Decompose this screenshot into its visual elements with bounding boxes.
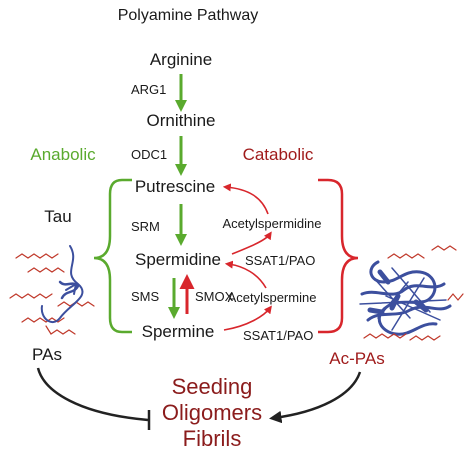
enzyme-odc1: ODC1 (131, 147, 167, 162)
outcome-fibrils: Fibrils (183, 426, 242, 451)
anabolic-bracket (93, 178, 132, 334)
tau-acetylpolyamine-structure-right (359, 245, 464, 341)
diagram-title: Polyamine Pathway (118, 7, 259, 24)
enzyme-arg1: ARG1 (131, 82, 166, 97)
label-catabolic: Catabolic (243, 145, 314, 164)
arrow-spermidine-to-acetylspermidine (231, 231, 272, 255)
arrow-ac-pas-promotes-outcome (269, 371, 362, 424)
arrow-acetylspermidine-to-putrescine (222, 183, 269, 215)
label-anabolic: Anabolic (30, 145, 96, 164)
tau-polyamine-structure-left (9, 245, 95, 335)
enzyme-ssat-pao-upper: SSAT1/PAO (245, 253, 315, 268)
metabolite-acetylspermine: Acetylspermine (228, 290, 317, 305)
arrow-acetylspermine-to-spermidine (224, 260, 267, 289)
metabolite-arginine: Arginine (150, 50, 212, 69)
metabolite-spermidine: Spermidine (135, 250, 221, 269)
arrow-pas-inhibits-outcome (36, 367, 149, 422)
metabolite-ornithine: Ornithine (147, 111, 216, 130)
catabolic-bracket (318, 178, 359, 334)
arrow-spermine-to-acetylspermine (223, 305, 272, 331)
outcome-oligomers: Oligomers (162, 400, 262, 425)
metabolite-putrescine: Putrescine (135, 177, 215, 196)
label-pas: PAs (32, 345, 62, 364)
label-ac-pas: Ac-PAs (329, 349, 384, 368)
enzyme-srm: SRM (131, 219, 160, 234)
enzyme-ssat-pao-lower: SSAT1/PAO (243, 328, 313, 343)
enzyme-sms: SMS (131, 289, 160, 304)
metabolite-spermine: Spermine (142, 322, 215, 341)
label-tau: Tau (44, 207, 71, 226)
enzyme-smox: SMOX (195, 289, 234, 304)
metabolite-acetylspermidine: Acetylspermidine (223, 216, 322, 231)
outcome-seeding: Seeding (172, 374, 253, 399)
